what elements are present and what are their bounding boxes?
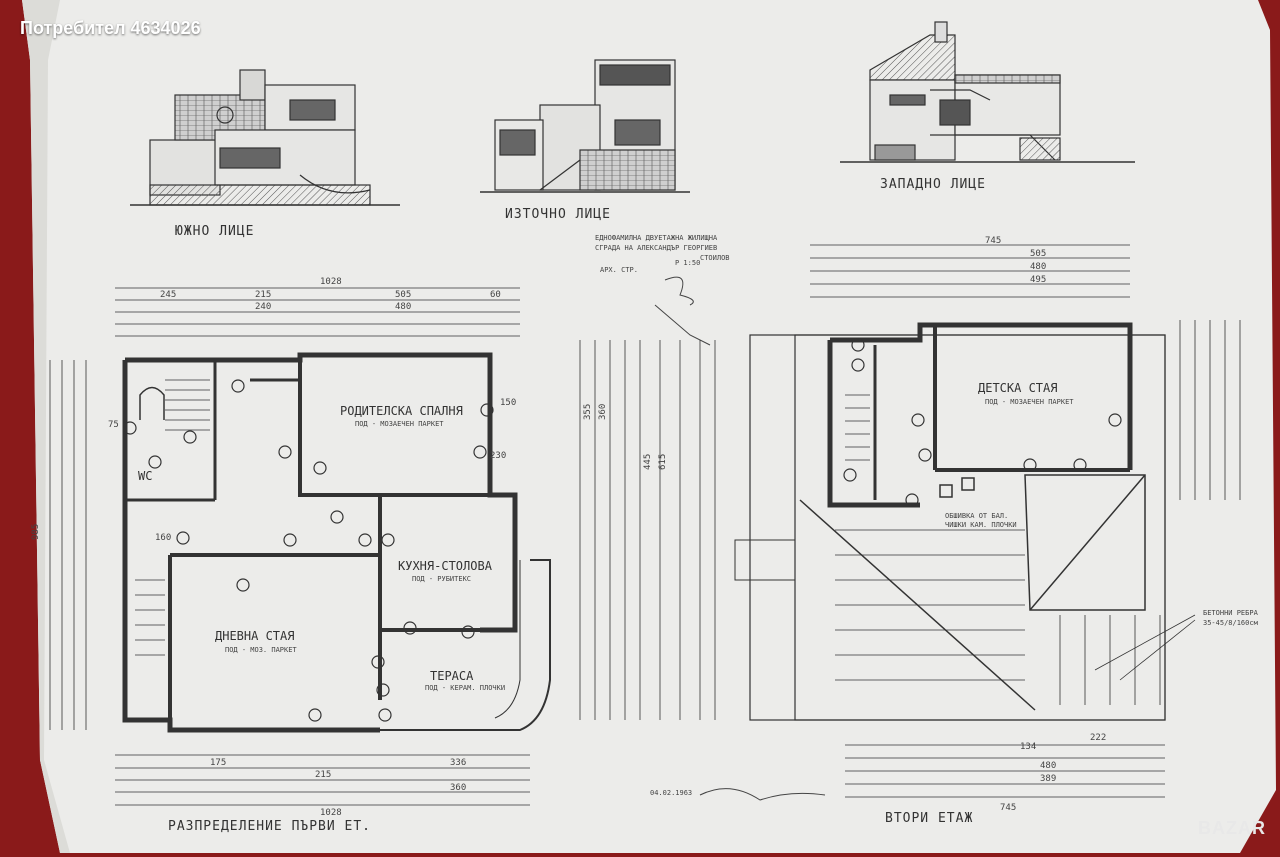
paper bbox=[22, 0, 1276, 853]
dim-top-4: 60 bbox=[490, 290, 501, 300]
door-mark-2: 150 bbox=[500, 398, 516, 408]
paper-shadow bbox=[22, 0, 70, 853]
dim-bottom-4: 360 bbox=[450, 783, 466, 793]
drawing-date: 04.02.1963 bbox=[650, 789, 692, 797]
title-line-2: СГРАДА НА АЛЕКСАНДЪР ГЕОРГИЕВ bbox=[595, 244, 717, 252]
dim-mid-1: 445 bbox=[643, 454, 653, 470]
room-kitchen-floor: ПОД - РУБИТЕКС bbox=[412, 575, 471, 583]
door-mark-3: 230 bbox=[490, 451, 506, 461]
dim-top-3: 505 bbox=[395, 290, 411, 300]
first-floor-plan bbox=[49, 287, 716, 806]
dim-top2-1: 240 bbox=[255, 302, 271, 312]
room-living-floor: ПОД - МОЗ. ПАРКЕТ bbox=[225, 646, 297, 654]
room-terrace-floor: ПОД - КЕРАМ. ПЛОЧКИ bbox=[425, 684, 505, 692]
room-parents-bedroom: РОДИТЕЛСКА СПАЛНЯ bbox=[340, 404, 463, 418]
west-elevation bbox=[840, 21, 1135, 163]
dim-bottom-total: 1028 bbox=[320, 808, 342, 818]
title-arch-label: АРХ. СТР. bbox=[600, 266, 638, 274]
dim-bottom-2: 215 bbox=[315, 770, 331, 780]
door-mark-1: 75 bbox=[108, 420, 119, 430]
dim-right-bottom-4: 389 bbox=[1040, 774, 1056, 784]
room-parents-bedroom-floor: ПОД - МОЗАЕЧЕН ПАРКЕТ bbox=[355, 420, 444, 428]
concrete-note-2: 35-45/8/160см bbox=[1203, 619, 1259, 627]
dim-right-top-total: 745 bbox=[985, 236, 1001, 246]
signature-2 bbox=[654, 304, 711, 346]
dim-right-top-2: 480 bbox=[1030, 262, 1046, 272]
title-scale: Р 1:50 bbox=[675, 259, 700, 267]
signature-1 bbox=[664, 276, 694, 306]
dim-top-2: 215 bbox=[255, 290, 271, 300]
west-elevation-label: ЗАПАДНО ЛИЦЕ bbox=[880, 177, 986, 192]
south-elevation bbox=[130, 69, 400, 206]
dim-right-top-3: 495 bbox=[1030, 275, 1046, 285]
east-elevation-label: ИЗТОЧНО ЛИЦЕ bbox=[505, 207, 611, 222]
room-children: ДЕТСКА СТАЯ bbox=[978, 381, 1057, 395]
user-label: Потребител 4634026 bbox=[20, 18, 201, 38]
bazar-watermark: BAZAR bbox=[1198, 818, 1266, 838]
east-elevation bbox=[480, 59, 690, 193]
dim-top-total: 1028 bbox=[320, 277, 342, 287]
second-floor-plan bbox=[734, 244, 1241, 798]
dim-bottom-3: 336 bbox=[450, 758, 466, 768]
south-elevation-label: ЮЖНО ЛИЦЕ bbox=[175, 224, 254, 239]
second-floor-title: ВТОРИ ЕТАЖ bbox=[885, 811, 973, 826]
dim-right-bottom-total: 745 bbox=[1000, 803, 1016, 813]
dim-right-bottom-1: 134 bbox=[1020, 742, 1036, 752]
concrete-note-1: БЕТОННИ РЕБРА bbox=[1203, 609, 1259, 617]
room-kitchen: КУХНЯ-СТОЛОВА bbox=[398, 559, 493, 573]
dim-top2-2: 480 bbox=[395, 302, 411, 312]
dim-left-vertical: 985 bbox=[31, 524, 41, 540]
room-terrace: ТЕРАСА bbox=[430, 669, 474, 683]
title-line-1: ЕДНОФАМИЛНА ДВУЕТАЖНА ЖИЛИЩНА bbox=[595, 234, 718, 242]
dim-right-bottom-2: 222 bbox=[1090, 733, 1106, 743]
room-wc: WC bbox=[138, 469, 152, 483]
dim-top-1: 245 bbox=[160, 290, 176, 300]
roof-note-1: ОБШИВКА ОТ БАЛ. bbox=[945, 512, 1008, 520]
dim-bottom-1: 175 bbox=[210, 758, 226, 768]
room-living: ДНЕВНА СТАЯ bbox=[215, 629, 294, 643]
dim-right-top-1: 505 bbox=[1030, 249, 1046, 259]
title-block: ЕДНОФАМИЛНА ДВУЕТАЖНА ЖИЛИЩНА СГРАДА НА … bbox=[595, 234, 826, 801]
author-signature bbox=[699, 788, 826, 801]
door-mark-4: 160 bbox=[155, 533, 171, 543]
dim-right-bottom-3: 480 bbox=[1040, 761, 1056, 771]
dim-mid-3: 360 bbox=[598, 404, 608, 420]
title-line-3: СТОИЛОВ bbox=[700, 254, 730, 262]
room-children-floor: ПОД - МОЗАЕЧЕН ПАРКЕТ bbox=[985, 398, 1074, 406]
dim-mid-2: 615 bbox=[658, 454, 668, 470]
first-floor-title: РАЗПРЕДЕЛЕНИЕ ПЪРВИ ЕТ. bbox=[168, 819, 371, 834]
dim-mid-4: 355 bbox=[583, 404, 593, 420]
roof-note-2: ЧИШКИ КАМ. ПЛОЧКИ bbox=[945, 521, 1017, 529]
